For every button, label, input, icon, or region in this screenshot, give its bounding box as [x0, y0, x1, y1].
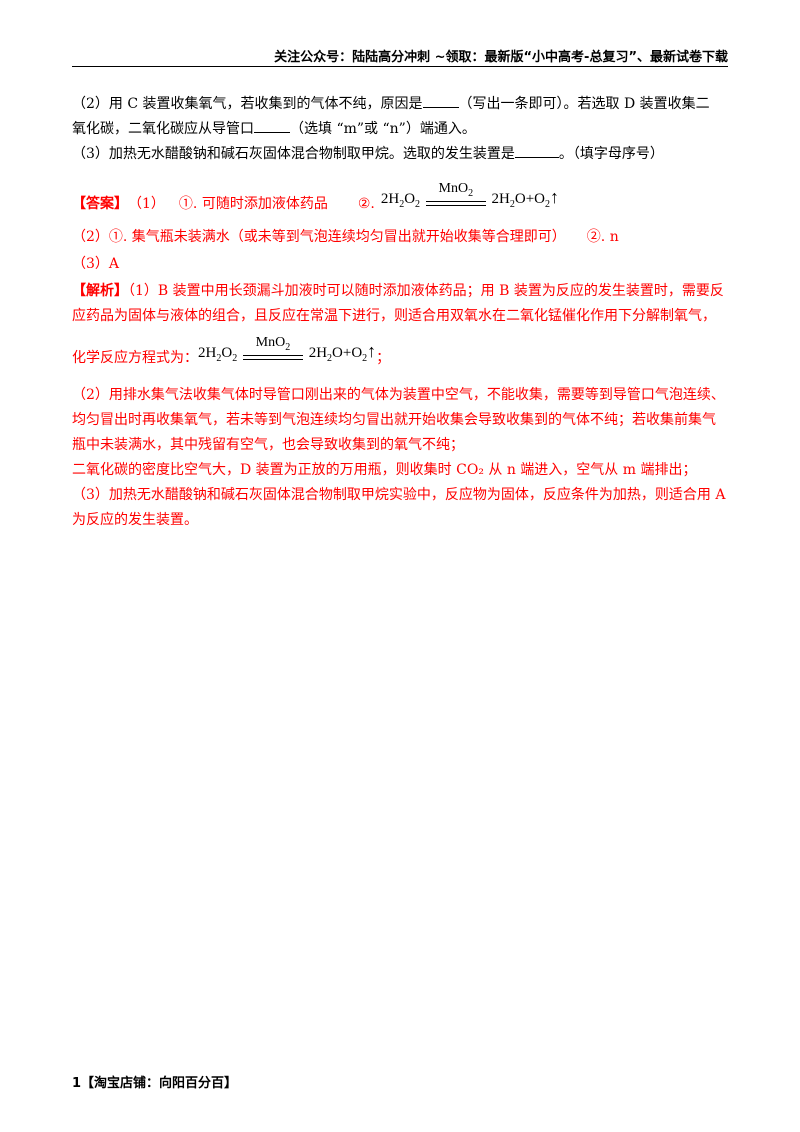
page-header: 关注公众号：陆陆高分冲刺 ~领取：最新版“小中高考-总复习”、最新试卷下载	[274, 50, 728, 65]
chemical-equation: 2H2O2 MnO2 2H2O+O2↑	[198, 334, 377, 364]
answer-line-3: （3）A	[72, 256, 120, 272]
answer-blank	[422, 93, 459, 108]
analysis-equation-line: 化学反应方程式为： 2H2O2 MnO2 2H2O+O2↑ ；	[72, 329, 728, 371]
analysis-part-4: （3）加热无水醋酸钠和碱石灰固体混合物制取甲烷实验中，反应物为固体，反应条件为加…	[72, 487, 726, 528]
header-divider	[72, 66, 728, 67]
answer-line-1: 【答案】 （1） ①. 可随时添加液体药品 ②. 2H2O2 MnO2 2H2O…	[72, 175, 728, 217]
answer-blank	[254, 118, 290, 133]
chemical-equation: 2H2O2 MnO2 2H2O+O2↑	[380, 180, 559, 210]
question-3: （3）加热无水醋酸钠和碱石灰固体混合物制取甲烷。选取的发生装置是。（填字母序号）	[72, 142, 728, 167]
analysis-tag: 【解析】	[72, 283, 128, 299]
document-body: （2）用 C 装置收集氧气，若收集到的气体不纯，原因是（写出一条即可）。若选取 …	[72, 92, 728, 533]
answer-line-2: （2）①. 集气瓶未装满水（或未等到气泡连续均匀冒出就开始收集等合理即可） ②.…	[72, 229, 619, 245]
answer-blank	[514, 143, 559, 158]
answer-tag: 【答案】	[72, 196, 128, 212]
question-2: （2）用 C 装置收集氧气，若收集到的气体不纯，原因是（写出一条即可）。若选取 …	[72, 92, 728, 142]
page-footer: 1【淘宝店铺：向阳百分百】	[72, 1076, 238, 1091]
analysis-part-3: 二氧化碳的密度比空气大，D 装置为正放的万用瓶，则收集时 CO₂ 从 n 端进入…	[72, 462, 697, 478]
analysis-part-2: （2）用排水集气法收集气体时导管口刚出来的气体为装置中空气，不能收集，需要等到导…	[72, 387, 725, 453]
analysis-part-1: 【解析】（1）B 装置中用长颈漏斗加液时可以随时添加液体药品；用 B 装置为反应…	[72, 283, 724, 324]
